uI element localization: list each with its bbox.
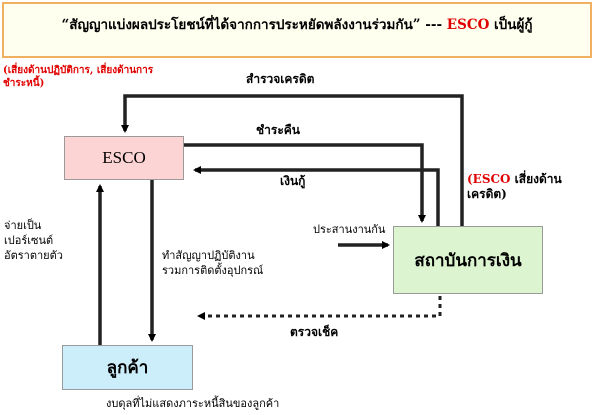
contract-line1: ทำสัญญาปฏิบัติงาน [162,249,255,262]
bank-risk-line1: (ESCO เสี่ยงด้าน [467,172,562,187]
label-verify: ตรวจเช็ค [290,325,339,339]
contract-line2: รวมการติดตั้งอุปกรณ์ [162,264,264,277]
esco-risk-line2: ชำระหนี้) [3,78,45,89]
arrow-loan [193,166,440,226]
esco-risk-note: (เสี่ยงด้านปฏิบัติการ, เสี่ยงด้านการ ชำร… [3,64,153,90]
label-credit-check: สำรวจเครดิต [246,72,315,86]
node-esco-label: ESCO [102,148,146,167]
node-customer-label: ลูกค้า [106,358,149,377]
diagram-title: “สัญญาแบ่งผลประโยชน์ที่ได้จากการประหยัดพ… [61,13,532,35]
label-loan: เงินกู้ [280,174,306,188]
label-payment: จ่ายเป็น เปอร์เซนต์ อัตราตายตัว [4,218,63,263]
bank-risk-line1-rest: เสี่ยงด้าน [510,172,562,186]
payment-line2: เปอร์เซนต์ [4,234,54,247]
title-suffix: เป็นผู้กู้ [489,17,533,33]
label-repay: ชำระคืน [256,123,301,137]
bank-risk-line2: เครดิต) [467,187,507,201]
title-banner: “สัญญาแบ่งผลประโยชน์ที่ได้จากการประหยัดพ… [2,2,592,58]
arrow-verify [197,296,442,320]
esco-risk-line1: (เสี่ยงด้านปฏิบัติการ, เสี่ยงด้านการ [3,65,154,76]
node-esco: ESCO [64,136,184,180]
arrow-repay [184,143,426,223]
label-footer: งบดุลที่ไม่แสดงภาระหนี้สินของลูกค้า [106,397,280,410]
node-bank: สถาบันการเงิน [393,226,543,294]
payment-line1: จ่ายเป็น [4,219,42,232]
node-customer: ลูกค้า [62,345,193,390]
title-esco: ESCO [446,17,490,33]
payment-line3: อัตราตายตัว [4,249,63,262]
node-bank-label: สถาบันการเงิน [414,250,522,270]
arrow-credit-check [121,94,464,226]
label-insurance: ประสานงานกัน [313,223,386,236]
bank-risk-esco: (ESCO [467,172,511,186]
title-prefix: “สัญญาแบ่งผลประโยชน์ที่ได้จากการประหยัดพ… [61,17,447,33]
bank-risk-note: (ESCO เสี่ยงด้าน เครดิต) [467,172,562,202]
label-contract: ทำสัญญาปฏิบัติงาน รวมการติดตั้งอุปกรณ์ [162,248,263,278]
